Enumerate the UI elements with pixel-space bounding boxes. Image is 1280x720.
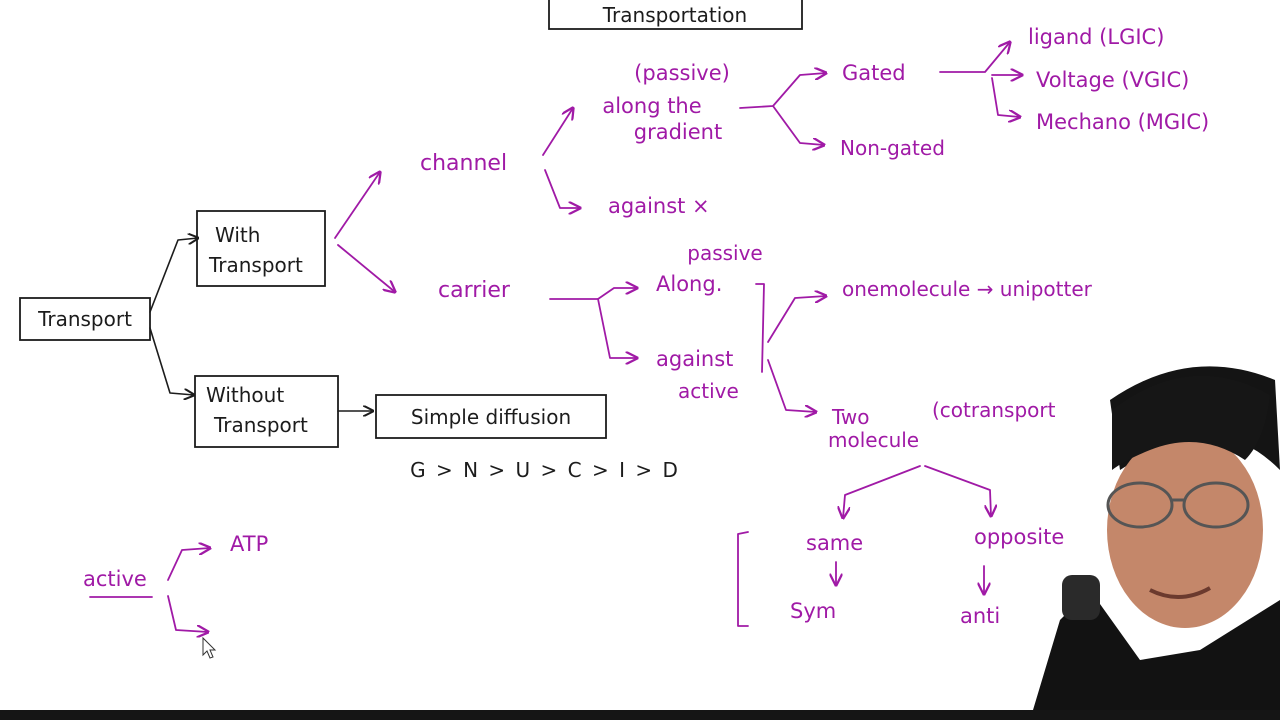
gate-voltage: Voltage (VGIC) xyxy=(1036,68,1189,92)
transport-box: Transport xyxy=(20,298,150,340)
to-gated-arrow xyxy=(740,73,826,108)
nongated-label: Non-gated xyxy=(840,136,945,160)
carrier-against-label: against xyxy=(656,347,733,371)
with-transport-label: Transport xyxy=(208,253,303,277)
to-same-arrow xyxy=(843,466,920,518)
gated-label: Gated xyxy=(842,61,906,85)
mouse-cursor-icon xyxy=(203,638,215,658)
channel-against-label: against × xyxy=(608,194,710,218)
carrier-along-label: Along. xyxy=(656,272,722,296)
gate-mechano: Mechano (MGIC) xyxy=(1036,110,1209,134)
presenter-webcam xyxy=(1030,366,1280,720)
sequence-label: G > N > U > C > I > D xyxy=(410,458,680,482)
channel-along-arrow xyxy=(543,108,573,155)
carrier-bracket xyxy=(756,284,764,372)
to-atp-arrow xyxy=(168,548,210,580)
channel-against-arrow xyxy=(545,170,580,208)
one-molecule-label: onemolecule → unipotter xyxy=(842,277,1093,301)
active-second-arrow xyxy=(168,596,208,632)
carrier-passive-note: passive xyxy=(687,241,763,265)
gate-ligand: ligand (LGIC) xyxy=(1028,25,1164,49)
to-ligand-arrow xyxy=(940,42,1010,72)
to-nongated-arrow xyxy=(773,106,824,145)
with-label: With xyxy=(215,223,260,247)
carrier-along-arrow xyxy=(550,288,637,299)
transport-label: Transport xyxy=(37,307,132,331)
sym-label: Sym xyxy=(790,599,836,623)
anti-label: anti xyxy=(960,604,1000,628)
without-transport-box: Without Transport xyxy=(195,376,338,447)
active-label: active xyxy=(83,567,147,591)
atp-label: ATP xyxy=(230,532,268,556)
carrier-against-arrow xyxy=(598,299,637,358)
to-twomolecule-arrow xyxy=(768,360,816,412)
channel-along-line1: along the xyxy=(602,94,701,118)
carrier-label: carrier xyxy=(438,278,511,303)
cotransport-label: (cotransport xyxy=(932,398,1056,422)
two-molecule-line2: molecule xyxy=(828,428,919,452)
same-label: same xyxy=(806,531,863,555)
two-molecule-line1: Two xyxy=(831,405,870,429)
to-with-arrow xyxy=(150,238,198,312)
without-label: Without xyxy=(206,383,284,407)
channel-along-line2: gradient xyxy=(634,120,722,144)
simple-diffusion-box: Simple diffusion xyxy=(376,395,606,438)
sym-anti-bracket xyxy=(738,532,748,626)
without-transport-label: Transport xyxy=(213,413,308,437)
channel-passive-note: (passive) xyxy=(634,61,730,85)
title: Transportation xyxy=(602,3,747,27)
simple-diffusion-label: Simple diffusion xyxy=(411,405,571,429)
to-carrier-arrow xyxy=(338,245,395,292)
to-opposite-arrow xyxy=(925,466,991,516)
carrier-active-note: active xyxy=(678,379,739,403)
to-onemolecule-arrow xyxy=(768,296,826,342)
opposite-label: opposite xyxy=(974,525,1064,549)
channel-label: channel xyxy=(420,151,507,176)
with-transport-box: With Transport xyxy=(197,211,325,286)
video-bottom-bar xyxy=(0,710,1280,720)
to-mechano-arrow xyxy=(992,78,1020,117)
to-channel-arrow xyxy=(335,172,380,238)
to-without-arrow xyxy=(150,328,194,395)
title-box: Transportation xyxy=(549,0,802,29)
